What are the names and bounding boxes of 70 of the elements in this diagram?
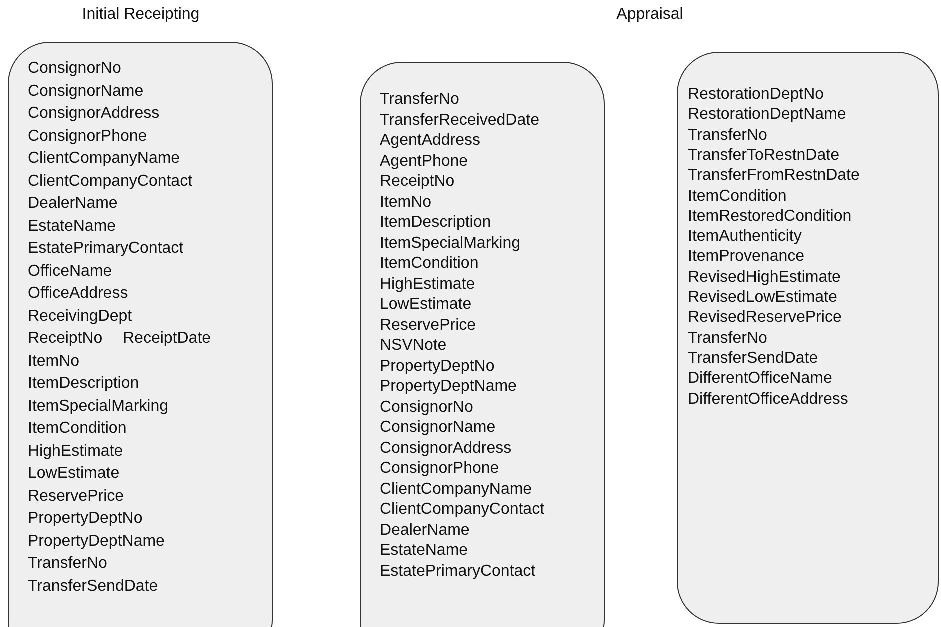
field-name: ItemNo	[380, 194, 432, 212]
field-name: ItemCondition	[688, 188, 787, 206]
field-name: AgentPhone	[380, 152, 468, 170]
field-name: RevisedHighEstimate	[688, 268, 841, 287]
field-name: ItemAuthenticity	[688, 228, 802, 246]
field-name: ItemNo	[28, 352, 80, 370]
rounded-box	[8, 42, 273, 627]
field-name: ConsignorName	[380, 419, 496, 437]
field-name: TransferSendDate	[28, 578, 158, 596]
field-name: DifferentOfficeAddress	[688, 390, 848, 408]
field-name: RestorationDeptNo	[688, 86, 824, 104]
field-name: TransferNo	[688, 126, 768, 145]
field-name: TransferNo	[688, 330, 768, 348]
field-name: ItemSpecialMarking	[28, 398, 168, 416]
field-name: ClientCompanyContact	[380, 501, 545, 519]
rounded-box	[360, 62, 605, 627]
field-name: TransferSendDate	[688, 350, 818, 368]
field-name: DifferentOfficeName	[688, 370, 832, 388]
field-name: RestorationDeptName	[688, 106, 846, 124]
field-name: EstatePrimaryContact	[380, 562, 536, 580]
field-name: ItemCondition	[380, 255, 479, 273]
field-name: ConsignorName	[28, 82, 144, 100]
section-heading: Appraisal	[616, 6, 684, 24]
field-name: ReceiptNo	[28, 330, 103, 348]
field-name: ConsignorPhone	[28, 128, 148, 146]
field-name: HighEstimate	[380, 276, 476, 294]
field-name: OfficeAddress	[28, 285, 128, 303]
field-name: ItemDescription	[380, 214, 492, 232]
field-name: ItemCondition	[28, 420, 127, 438]
field-name: ReceiptNo	[380, 173, 455, 191]
field-name: ClientCompanyName	[380, 480, 532, 498]
field-name: ConsignorAddress	[380, 440, 512, 458]
field-name: AgentAddress	[380, 132, 481, 150]
field-name: LowEstimate	[380, 296, 472, 314]
field-name: ReceiptDate	[123, 330, 212, 348]
field-name: RevisedLowEstimate	[688, 289, 838, 307]
field-name: TransferToRestnDate	[688, 146, 840, 165]
field-name: TransferReceivedDate	[380, 112, 540, 130]
field-name: HighEstimate	[28, 442, 124, 460]
field-name: PropertyDeptNo	[380, 358, 495, 376]
field-name: TransferNo	[380, 91, 460, 109]
field-name: OfficeName	[28, 262, 112, 280]
field-name: EstateName	[380, 542, 468, 560]
field-name: ConsignorAddress	[28, 105, 160, 123]
field-name: ClientCompanyName	[28, 150, 180, 168]
field-name: ConsignorPhone	[380, 460, 500, 478]
rounded-box	[677, 52, 939, 624]
field-name: ItemSpecialMarking	[380, 234, 520, 252]
field-name: RevisedReservePrice	[688, 309, 842, 328]
field-name: LowEstimate	[28, 465, 120, 483]
field-name: DealerName	[380, 522, 470, 540]
field-name: EstateName	[28, 218, 116, 236]
field-name: ItemDescription	[28, 375, 140, 393]
section-heading: Initial Receipting	[82, 6, 200, 24]
field-name: TransferFromRestnDate	[688, 167, 860, 186]
field-name: NSVNote	[380, 337, 447, 355]
field-name: EstatePrimaryContact	[28, 240, 184, 258]
field-name: PropertyDeptNo	[28, 510, 143, 528]
field-name: ConsignorNo	[380, 398, 474, 416]
field-name: ReservePrice	[380, 316, 476, 334]
field-name: ReceivingDept	[28, 308, 132, 326]
field-name: PropertyDeptName	[28, 532, 165, 550]
field-name: ClientCompanyContact	[28, 172, 193, 190]
field-name: ReservePrice	[28, 488, 124, 506]
field-name: ConsignorNo	[28, 60, 122, 78]
field-name: ItemProvenance	[688, 248, 805, 266]
field-name: DealerName	[28, 195, 118, 213]
field-name: TransferNo	[28, 555, 108, 573]
field-name: ItemRestoredCondition	[688, 208, 852, 226]
field-name: PropertyDeptName	[380, 378, 517, 396]
